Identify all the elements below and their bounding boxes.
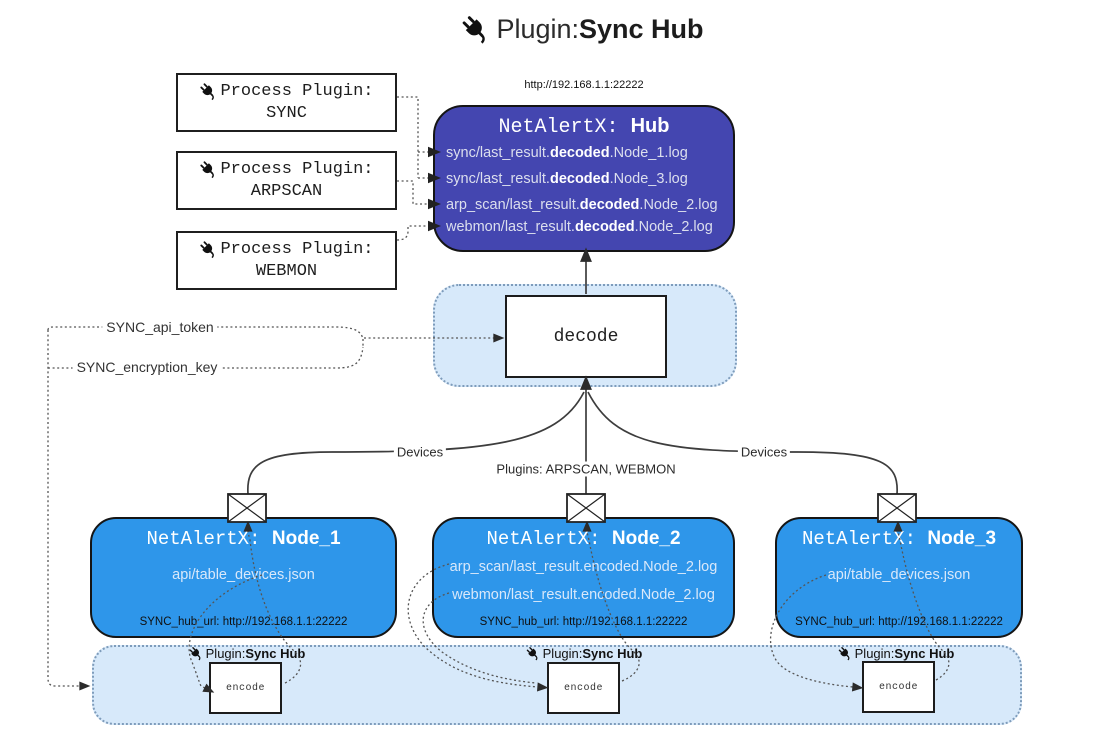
node-title: NetAlertX: Node_1 <box>146 528 341 550</box>
band-plugin-label: Plugin: Sync Hub <box>838 646 954 661</box>
hub-title-prefix: NetAlertX: <box>498 116 631 139</box>
node-footer: SYNC_hub_url: http://192.168.1.1:22222 <box>795 616 1003 628</box>
node-1-box: NetAlertX: Node_1 api/table_devices.json… <box>90 517 397 638</box>
page-title-bold: Sync Hub <box>579 14 704 44</box>
decode-box: decode <box>505 295 667 378</box>
band-plugin-label: Plugin: Sync Hub <box>526 646 642 661</box>
process-plugin-name: WEBMON <box>255 261 318 281</box>
hub-box: NetAlertX: Hub sync/last_result.decoded.… <box>433 105 735 252</box>
encode-box: encode <box>862 661 935 713</box>
decode-label: decode <box>553 326 619 347</box>
encode-box: encode <box>209 662 282 714</box>
hub-log-line: webmon/last_result.decoded.Node_2.log <box>446 219 713 235</box>
hub-log-line: sync/last_result.decoded.Node_1.log <box>446 145 688 161</box>
edge-node1-to-decode <box>247 391 585 495</box>
node-3-box: NetAlertX: Node_3 api/table_devices.json… <box>775 517 1023 638</box>
hub-title-bold: Hub <box>630 115 670 137</box>
edge-config-to-band <box>47 330 91 691</box>
plug-icon <box>199 160 218 179</box>
process-plugin-label: Process Plugin: <box>220 82 374 102</box>
edge-arpscan-plugin-to-hub <box>397 180 428 205</box>
plug-icon <box>838 646 853 661</box>
node-title: NetAlertX: Node_2 <box>486 528 681 550</box>
process-plugin-arpscan: Process Plugin: ARPSCAN <box>176 151 397 210</box>
process-plugin-sync: Process Plugin: SYNC <box>176 73 397 132</box>
node-footer: SYNC_hub_url: http://192.168.1.1:22222 <box>139 616 348 628</box>
encode-box: encode <box>547 662 620 714</box>
edge-node3-to-decode <box>587 391 898 495</box>
plug-icon <box>460 14 491 45</box>
label-sync-api-token: SYNC_api_token <box>102 319 218 335</box>
hub-url-label: http://192.168.1.1:22222 <box>524 79 644 91</box>
process-plugin-name: SYNC <box>266 103 307 123</box>
hub-title: NetAlertX: Hub <box>435 115 733 139</box>
plug-icon <box>199 240 218 259</box>
band-plugin-label: Plugin: Sync Hub <box>189 646 305 661</box>
hub-log-line: sync/last_result.decoded.Node_3.log <box>446 171 688 187</box>
node-file-line: webmon/last_result.encoded.Node_2.log <box>452 587 715 603</box>
edge-label-devices-left: Devices <box>393 444 447 460</box>
page-title-prefix: Plugin: <box>496 14 580 44</box>
edge-webmon-plugin-to-hub <box>396 225 428 241</box>
edge-sync-plugin-to-hub <box>397 96 428 179</box>
plug-icon <box>189 646 204 661</box>
plug-icon <box>526 646 541 661</box>
node-2-box: NetAlertX: Node_2 arp_scan/last_result.e… <box>432 517 735 638</box>
node-title: NetAlertX: Node_3 <box>801 528 997 550</box>
label-sync-encryption-key: SYNC_encryption_key <box>72 359 222 375</box>
page-title: Plugin: Sync Hub <box>460 14 704 45</box>
process-plugin-label: Process Plugin: <box>220 240 374 260</box>
process-plugin-label: Process Plugin: <box>220 160 374 180</box>
process-plugin-name: ARPSCAN <box>250 181 323 201</box>
envelope-icon <box>227 493 267 523</box>
envelope-icon <box>566 493 606 523</box>
hub-log-line: arp_scan/last_result.decoded.Node_2.log <box>446 197 718 213</box>
node-file-line: arp_scan/last_result.encoded.Node_2.log <box>449 559 718 575</box>
plug-icon <box>199 82 218 101</box>
envelope-icon <box>877 493 917 523</box>
edge-label-plugins: Plugins: ARPSCAN, WEBMON <box>493 461 679 477</box>
node-footer: SYNC_hub_url: http://192.168.1.1:22222 <box>479 616 688 628</box>
node-file-line: api/table_devices.json <box>827 567 971 583</box>
edge-label-devices-right: Devices <box>737 444 791 460</box>
process-plugin-webmon: Process Plugin: WEBMON <box>176 231 397 290</box>
node-file-line: api/table_devices.json <box>172 567 315 583</box>
